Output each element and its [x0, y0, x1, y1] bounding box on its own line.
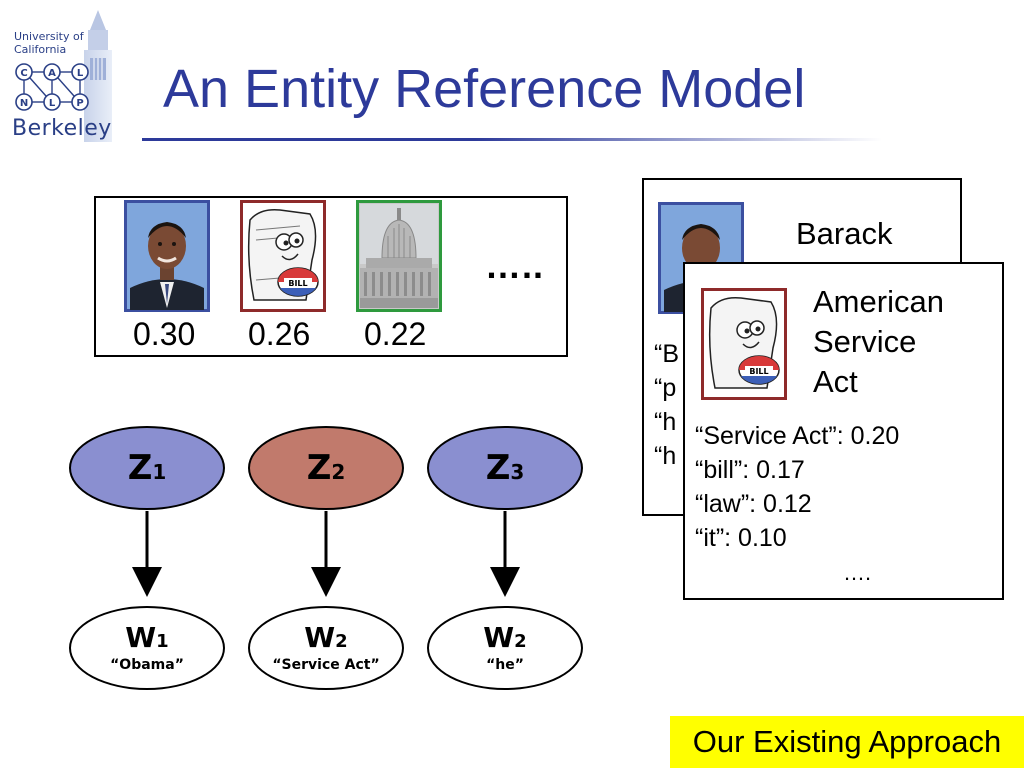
z-node-label: Z1: [127, 448, 167, 488]
logo-letter: A: [48, 68, 56, 79]
entity-card-service-act: BILL American Service Act “Service Act”:…: [683, 262, 1004, 600]
z-node-3: Z3: [427, 426, 583, 510]
z-node-1: Z1: [69, 426, 225, 510]
card-title-line: American: [813, 284, 944, 319]
w-node-word: “Service Act”: [272, 657, 380, 673]
logo-letter: L: [49, 98, 56, 109]
logo-letter: L: [77, 68, 84, 79]
logo-university-line: University of: [14, 30, 84, 43]
card-title-line: Service: [813, 324, 917, 359]
card-word-prob: “p: [654, 374, 677, 402]
bill-cartoon-icon: BILL: [701, 288, 787, 400]
title-underline: [142, 138, 882, 141]
card-title: American Service Act: [813, 282, 944, 402]
w-node-word: “he”: [486, 657, 524, 673]
slide-title: An Entity Reference Model: [163, 59, 806, 119]
more-entities-ellipsis: …..: [485, 245, 545, 286]
z-node-2: Z2: [248, 426, 404, 510]
card-ellipsis: ….: [843, 560, 872, 585]
w-node-label: W2: [304, 621, 348, 654]
card-word-prob: “B: [654, 340, 679, 368]
z-node-label: Z2: [306, 448, 346, 488]
w-node-1: W1 “Obama”: [69, 606, 225, 690]
card-word-prob: “h: [654, 442, 677, 470]
svg-text:BILL: BILL: [288, 279, 307, 288]
capitol-building-icon: [356, 200, 442, 312]
entity-distribution-box: [94, 196, 568, 357]
z-node-label: Z3: [485, 448, 525, 488]
logo-letter: N: [20, 98, 28, 109]
prob-value-1: 0.30: [133, 316, 196, 352]
approach-label-tag: Our Existing Approach: [670, 716, 1024, 768]
card-word-prob: “Service Act”: 0.20: [695, 422, 900, 450]
svg-text:BILL: BILL: [749, 367, 768, 376]
logo-letter: P: [76, 98, 83, 109]
obama-portrait-icon: [124, 200, 210, 312]
card-title: Barack: [796, 216, 893, 251]
w-node-word: “Obama”: [110, 657, 184, 673]
prob-value-2: 0.26: [248, 316, 311, 352]
prob-value-3: 0.22: [364, 316, 427, 352]
logo-letter: C: [20, 68, 27, 79]
card-word-prob: “h: [654, 408, 677, 436]
logo-university-text: University of California: [14, 30, 84, 56]
card-word-prob: “it”: 0.10: [695, 524, 787, 552]
logo-campus-text: Berkeley: [12, 116, 112, 141]
w-node-3: W2 “he”: [427, 606, 583, 690]
logo-state-line: California: [14, 43, 67, 56]
w-node-2: W2 “Service Act”: [248, 606, 404, 690]
card-title-line: Act: [813, 364, 858, 399]
card-word-prob: “bill”: 0.17: [695, 456, 805, 484]
berkeley-nlp-logo: C A L N L P: [6, 6, 132, 146]
bill-cartoon-icon: BILL: [240, 200, 326, 312]
w-node-label: W1: [125, 621, 169, 654]
w-node-label: W2: [483, 621, 527, 654]
card-word-prob: “law”: 0.12: [695, 490, 812, 518]
campanile-icon: C A L N L P: [15, 10, 112, 142]
